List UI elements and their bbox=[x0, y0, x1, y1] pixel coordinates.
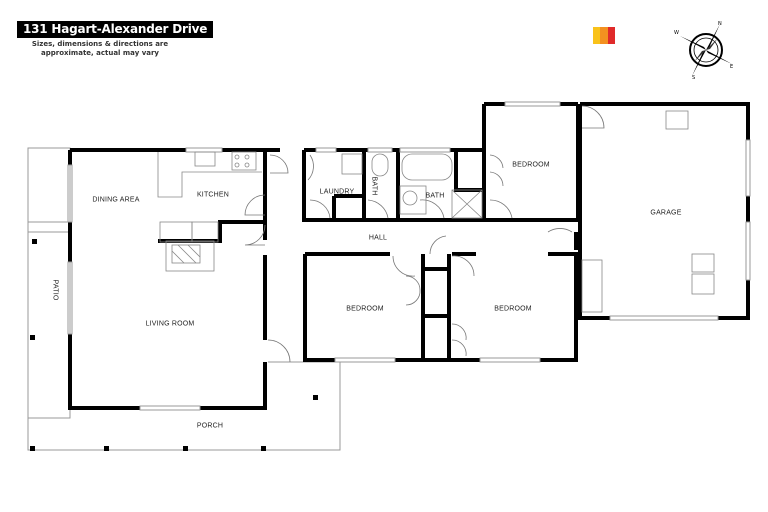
svg-text:S: S bbox=[692, 75, 695, 80]
doors bbox=[244, 105, 605, 363]
room-label-bath-small: BATH bbox=[370, 176, 378, 196]
logo-stripe-red bbox=[607, 27, 615, 44]
svg-text:W: W bbox=[674, 30, 679, 36]
room-label-living-room: LIVING ROOM bbox=[145, 320, 195, 328]
room-label-dining-area: DINING AREA bbox=[92, 196, 140, 204]
compass-rose-icon: N E S W bbox=[674, 21, 733, 80]
room-label-garage: GARAGE bbox=[650, 209, 682, 217]
room-label-bedroom-1: BEDROOM bbox=[512, 161, 550, 169]
porch-posts bbox=[30, 239, 318, 451]
disclaimer-text: Sizes, dimensions & directions are appro… bbox=[31, 40, 169, 57]
windows bbox=[67, 101, 751, 411]
deck-outline bbox=[27, 147, 341, 451]
svg-text:E: E bbox=[730, 64, 733, 70]
room-label-laundry: LAUNDRY bbox=[319, 188, 355, 196]
room-label-bath-main: BATH bbox=[425, 192, 445, 200]
address-title: 131 Hagart-Alexander Drive bbox=[17, 21, 214, 38]
room-label-bedroom-2: BEDROOM bbox=[346, 305, 384, 313]
logo-stripe-yellow bbox=[593, 27, 601, 44]
svg-text:N: N bbox=[718, 21, 722, 27]
room-label-patio: PATIO bbox=[51, 279, 59, 301]
room-label-porch: PORCH bbox=[196, 422, 224, 430]
room-label-hall: HALL bbox=[368, 234, 388, 242]
logo-stripe-orange bbox=[600, 27, 608, 44]
room-label-bedroom-3: BEDROOM bbox=[494, 305, 532, 313]
fixtures bbox=[157, 110, 715, 313]
room-label-kitchen: KITCHEN bbox=[196, 191, 230, 199]
brand-logo bbox=[593, 27, 615, 44]
